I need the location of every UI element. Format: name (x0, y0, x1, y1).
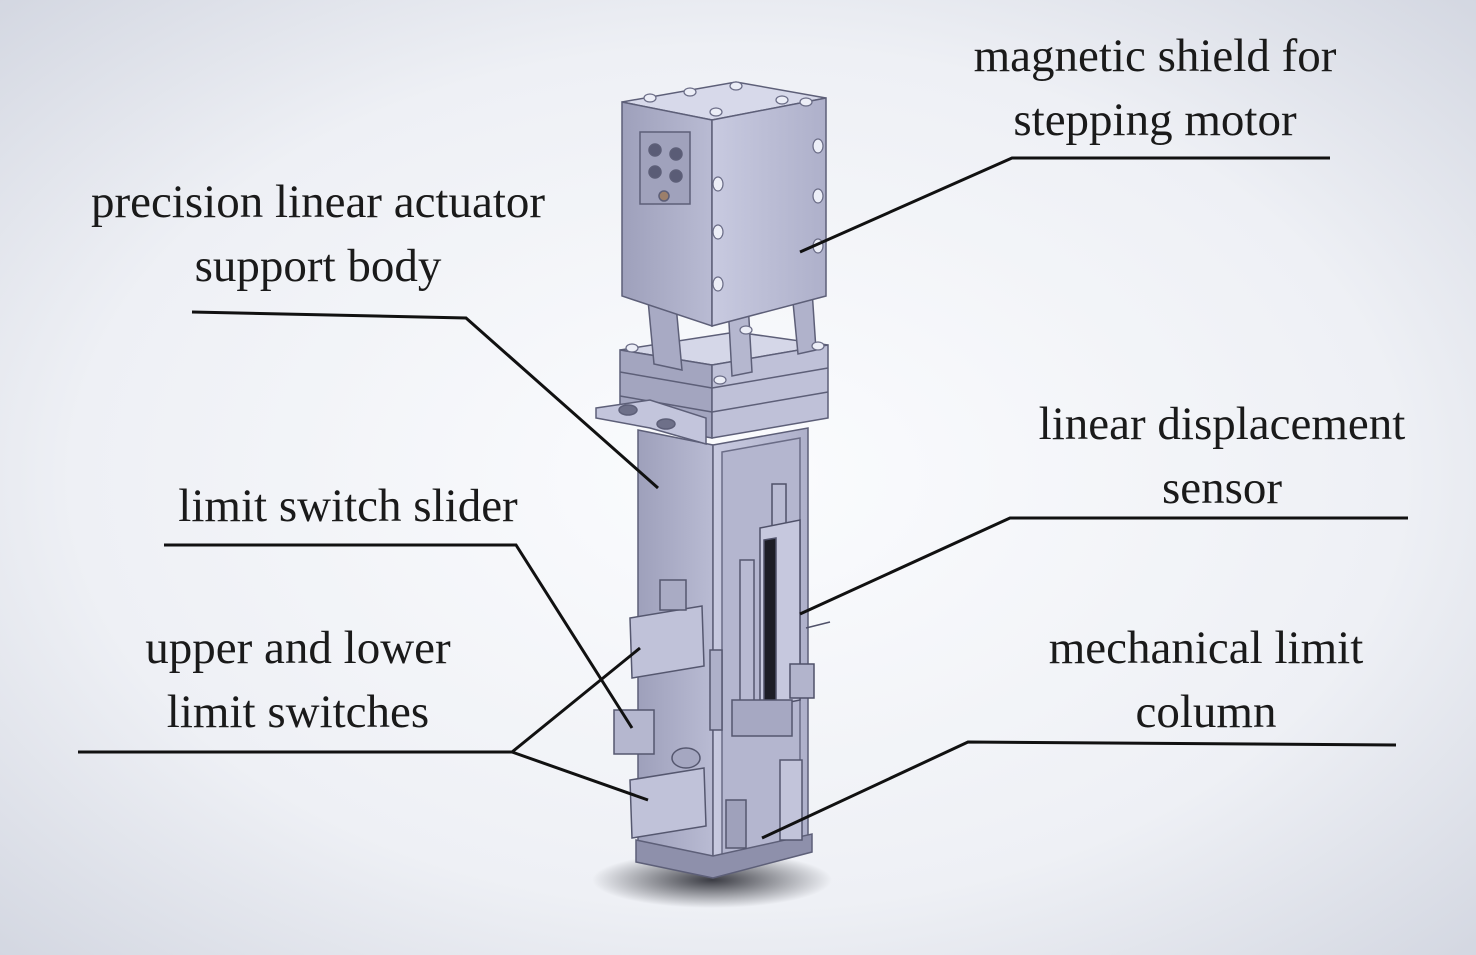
label-line: linear displacement (1038, 398, 1406, 450)
label-limit-switch-slider: limit switch slider (120, 474, 576, 538)
connector-4 (669, 169, 683, 183)
guide-block (731, 699, 793, 737)
flange-groove-1 (619, 371, 713, 389)
label-line: support body (194, 240, 442, 292)
bolt (712, 176, 724, 192)
displacement-sensor (759, 483, 831, 709)
label-line: magnetic shield for (973, 30, 1337, 82)
label-magnetic-shield: magnetic shield for stepping motor (910, 24, 1400, 152)
bolt (625, 343, 639, 353)
leader-lines (78, 156, 1408, 840)
label-line: upper and lower (145, 622, 451, 674)
label-line: precision linear actuator (90, 176, 546, 228)
switch-knob (671, 747, 701, 769)
bolt (799, 97, 813, 107)
leader-magnetic-shield (799, 156, 1330, 254)
base-plate (635, 833, 813, 879)
sensor-cable (805, 621, 831, 629)
bolt (812, 188, 824, 204)
sensor-scale (763, 537, 777, 703)
flange-groove-3 (619, 395, 713, 413)
bolt (812, 138, 824, 154)
leader-mechanical-limit (761, 740, 1397, 840)
label-line: limit switches (166, 686, 430, 738)
label-line: limit switch slider (178, 480, 518, 532)
label-support-body: precision linear actuator support body (28, 170, 608, 298)
switch-slider (613, 709, 655, 755)
connector-2 (669, 147, 683, 161)
bolt (729, 81, 743, 91)
flange-groove-2 (711, 367, 829, 389)
bolt (709, 107, 723, 117)
label-limit-switches: upper and lower limit switches (96, 616, 500, 744)
bolt (739, 325, 753, 335)
leader-lower-switch (511, 750, 649, 802)
sensor-rod (771, 483, 787, 529)
guide-parts (725, 559, 803, 849)
bolt (712, 224, 724, 240)
label-line: sensor (1161, 462, 1283, 514)
connector-5 (658, 190, 670, 202)
bolt (712, 276, 724, 292)
tab-hole-2 (656, 418, 676, 430)
switch-rail (709, 649, 723, 731)
lower-limit-switch (629, 767, 707, 839)
leader-displacement-sensor (799, 516, 1408, 616)
lower-pin (725, 799, 747, 849)
label-line: stepping motor (1013, 94, 1297, 146)
upper-limit-switch (629, 605, 705, 679)
bolt (643, 93, 657, 103)
leader-limit-switch-slider (164, 543, 634, 729)
label-line: mechanical limit (1048, 622, 1364, 674)
bolt (775, 95, 789, 105)
flange-groove-4 (711, 391, 829, 413)
upper-switch-bracket (659, 579, 687, 611)
connector-3 (648, 165, 662, 179)
label-displacement-sensor: linear displacement sensor (988, 392, 1456, 520)
shield-right (711, 97, 827, 327)
mechanical-limit-post (779, 759, 803, 841)
guide-bar (739, 559, 755, 711)
sensor-clamp (789, 663, 815, 699)
label-line: column (1135, 686, 1277, 738)
bolt (683, 87, 697, 97)
bolt (713, 375, 727, 385)
connector-1 (648, 143, 662, 157)
bolt (811, 341, 825, 351)
limit-switch-assembly (613, 579, 723, 839)
label-mechanical-limit-column: mechanical limit column (990, 616, 1422, 744)
leader-support-body (191, 310, 659, 490)
tab-hole-1 (618, 404, 638, 416)
